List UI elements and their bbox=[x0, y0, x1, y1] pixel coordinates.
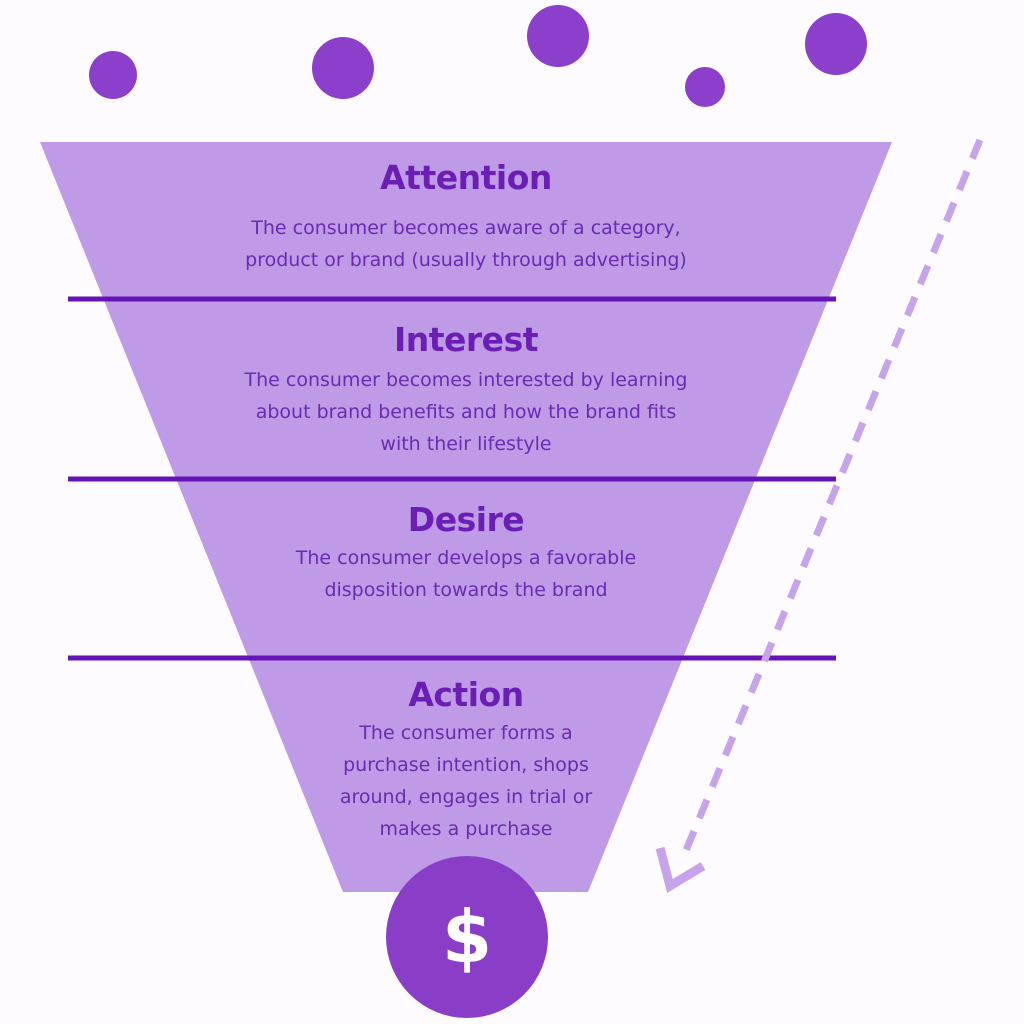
stage-action: Action The consumer forms a purchase int… bbox=[0, 675, 932, 845]
dollar-symbol: $ bbox=[441, 895, 493, 979]
stage-desire: Desire The consumer develops a favorable… bbox=[0, 500, 932, 606]
stage-description: The consumer develops a favorable dispos… bbox=[295, 547, 637, 601]
arrow-head-icon bbox=[655, 846, 706, 893]
stage-title: Interest bbox=[393, 320, 539, 359]
stage-description: The consumer becomes interested by learn… bbox=[244, 369, 688, 455]
dot bbox=[805, 13, 867, 75]
stage-interest: Interest The consumer becomes interested… bbox=[0, 320, 932, 460]
dot bbox=[685, 67, 725, 107]
stage-title: Desire bbox=[407, 500, 525, 539]
dashed-arrow-shaft bbox=[678, 138, 984, 862]
stage-description: The consumer becomes aware of a category… bbox=[245, 217, 687, 271]
funnel-shape bbox=[40, 142, 892, 892]
dollar-icon: $ bbox=[386, 856, 548, 1018]
dot bbox=[312, 37, 374, 99]
stage-description: The consumer forms a purchase intention,… bbox=[339, 722, 593, 840]
dot bbox=[89, 51, 137, 99]
stage-attention: Attention The consumer becomes aware of … bbox=[0, 158, 932, 276]
dot bbox=[527, 5, 589, 67]
stage-title: Action bbox=[408, 675, 524, 714]
stage-title: Attention bbox=[380, 158, 552, 197]
